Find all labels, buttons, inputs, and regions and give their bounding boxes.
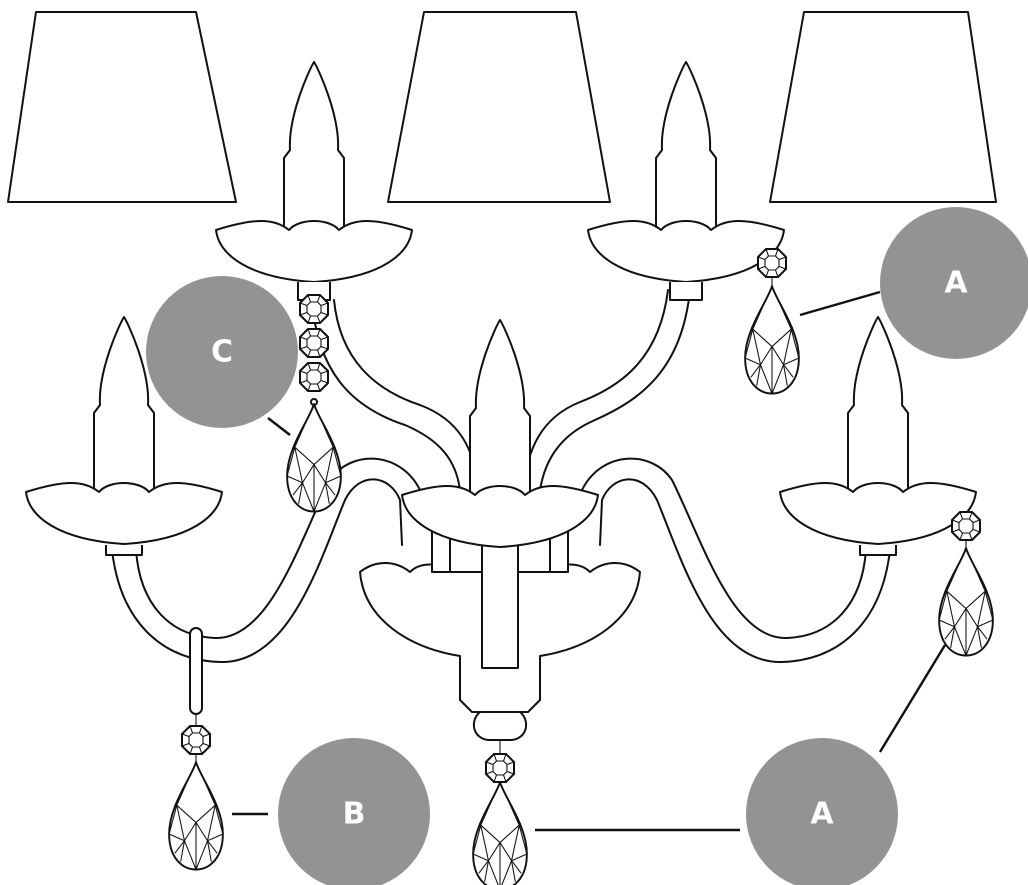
callout-a-bottom: A xyxy=(746,738,898,885)
upper-arm-right xyxy=(521,289,691,491)
crystal-rod-b xyxy=(168,627,224,871)
crystal-center-bottom xyxy=(472,740,528,885)
lower-arm-left xyxy=(111,457,421,664)
upper-candle-right xyxy=(587,61,785,301)
central-body xyxy=(359,319,641,741)
callout-c: C xyxy=(146,276,298,428)
crystal-lower-right xyxy=(938,511,994,657)
lampshade-right xyxy=(769,11,997,203)
leader-line-a-top xyxy=(799,290,881,317)
upper-candle-left xyxy=(215,61,413,301)
callout-letter: B xyxy=(343,797,366,832)
lower-candle-left xyxy=(25,316,223,556)
lampshade-center xyxy=(387,11,611,203)
callout-circle xyxy=(146,276,298,428)
crystal-upper-right xyxy=(744,248,800,395)
callout-circle xyxy=(880,207,1028,359)
callout-letter: A xyxy=(810,797,834,832)
callout-circle xyxy=(746,738,898,885)
callout-circle xyxy=(278,738,430,885)
leader-lines xyxy=(232,290,947,832)
lampshade-left xyxy=(7,11,237,203)
callout-letter: C xyxy=(211,335,233,370)
callout-b: B xyxy=(278,738,430,885)
lower-candle-right xyxy=(779,316,977,556)
leader-line-c xyxy=(267,417,291,436)
lower-arm-right xyxy=(581,457,891,664)
callout-a-top: A xyxy=(880,207,1028,359)
leader-line-a-bottom-right xyxy=(878,644,947,753)
crystal-strand-c xyxy=(286,294,342,513)
callout-letter: A xyxy=(944,266,968,301)
